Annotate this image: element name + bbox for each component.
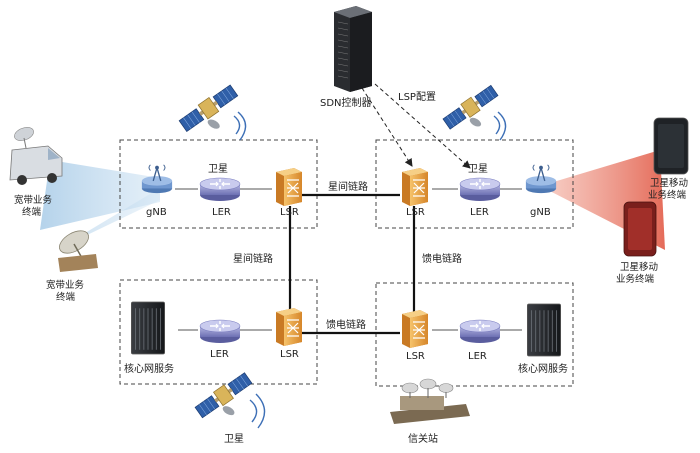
internal-connectors bbox=[175, 188, 522, 331]
satellite-label-top-left: 卫星 bbox=[208, 163, 228, 175]
signal-waves-icon bbox=[249, 393, 266, 429]
signal-waves-icon bbox=[493, 111, 507, 141]
lsp-config-arrows bbox=[361, 83, 471, 169]
lsr-switch-icon bbox=[275, 307, 303, 346]
lsr-label-top-right: LSR bbox=[406, 207, 425, 218]
satellite-label-top-right: 卫星 bbox=[468, 163, 488, 175]
right-phone-label-1: 卫星移动 bbox=[650, 177, 688, 189]
core-server-icon bbox=[130, 301, 166, 355]
satellite-icon bbox=[177, 82, 240, 134]
lsr-switch-icon bbox=[275, 167, 303, 206]
ler-label-top-right: LER bbox=[470, 207, 489, 218]
gnb-icon bbox=[141, 164, 173, 194]
sdn-controller-icon bbox=[334, 6, 372, 92]
gnb-icon bbox=[525, 164, 557, 194]
gateway-station-icon bbox=[390, 378, 470, 424]
broadband-dish-icon bbox=[58, 230, 98, 272]
ler-label-top-left: LER bbox=[212, 207, 231, 218]
lsr-switch-icon bbox=[401, 167, 429, 206]
link-lines bbox=[288, 193, 416, 335]
core-server-icon bbox=[526, 303, 562, 357]
satellite-icon bbox=[441, 83, 500, 132]
right-phone-label-2: 业务终端 bbox=[648, 189, 687, 201]
router-icon bbox=[459, 177, 501, 202]
link-label-top: 星间链路 bbox=[328, 180, 368, 193]
link-label-bottom: 馈电链路 bbox=[326, 318, 366, 331]
link-label-right: 馈电链路 bbox=[422, 252, 462, 265]
box-top-left bbox=[119, 139, 318, 229]
link-label-left: 星间链路 bbox=[233, 252, 273, 265]
mobile-terminal-icon bbox=[623, 201, 657, 257]
bottom-satellite-label: 卫星 bbox=[224, 433, 244, 445]
lsr-label-bottom-right: LSR bbox=[406, 351, 425, 362]
left-vehicle-label-2: 终端 bbox=[22, 206, 42, 218]
sdn-controller-label: SDN控制器 bbox=[320, 96, 372, 109]
gateway-label: 信关站 bbox=[408, 432, 438, 445]
ler-label-bottom-right: LER bbox=[468, 351, 487, 362]
ler-label-bottom-left: LER bbox=[210, 349, 229, 360]
router-icon bbox=[199, 177, 241, 202]
lsr-label-bottom-left: LSR bbox=[280, 349, 299, 360]
lsp-config-label: LSP配置 bbox=[398, 91, 436, 103]
core-label-right: 核心网服务 bbox=[518, 362, 568, 375]
lsr-label-top-left: LSR bbox=[280, 207, 299, 218]
core-label-left: 核心网服务 bbox=[124, 362, 174, 375]
mobile-terminal-icon bbox=[653, 117, 689, 175]
broadband-vehicle-icon bbox=[9, 127, 63, 185]
left-dish-label-1: 宽带业务 bbox=[46, 279, 85, 291]
left-vehicle-label-1: 宽带业务 bbox=[14, 194, 53, 206]
signal-waves-icon bbox=[233, 111, 247, 141]
satellite-icon bbox=[193, 370, 254, 420]
lsr-switch-icon bbox=[401, 309, 429, 348]
gnb-label-left: gNB bbox=[146, 207, 167, 218]
right-phone2-label-2: 业务终端 bbox=[616, 273, 655, 285]
box-top-right bbox=[375, 139, 574, 229]
left-dish-label-2: 终端 bbox=[56, 291, 76, 303]
gnb-label-right: gNB bbox=[530, 207, 551, 218]
right-phone2-label-1: 卫星移动 bbox=[620, 261, 658, 273]
box-bottom-right bbox=[375, 282, 574, 387]
router-icon bbox=[199, 319, 241, 344]
router-icon bbox=[459, 319, 501, 344]
